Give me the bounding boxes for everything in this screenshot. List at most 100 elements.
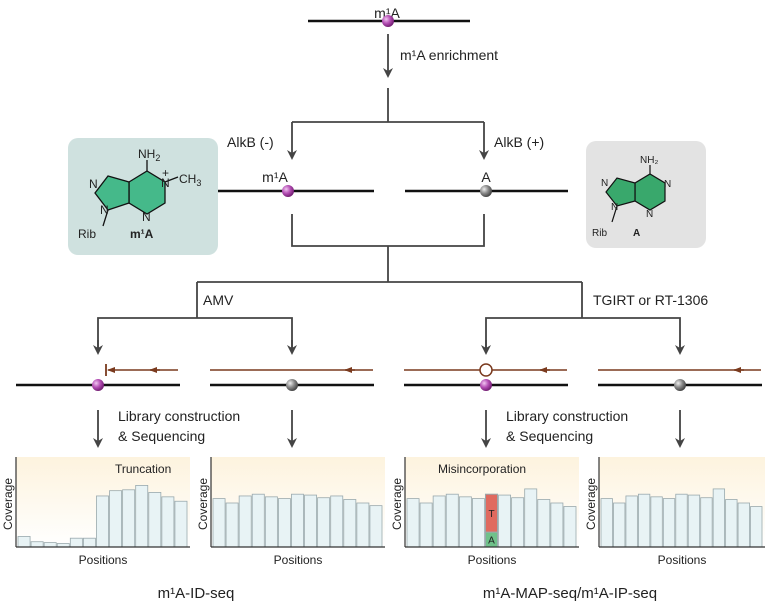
coverage-bar [613,502,626,548]
coverage-bar [432,495,446,548]
coverage-bar [524,488,538,548]
m1a-name-label: m¹A [130,227,154,241]
coverage-bar [550,502,564,548]
a-n9-label: N [611,202,618,213]
coverage-bar [511,497,525,548]
m1a-nh2-label: NH2 [138,147,160,163]
m1a-ch3-bond [164,176,179,183]
coverage-bar [238,495,252,548]
amv-label: AMV [203,292,234,308]
coverage-bar [471,498,485,548]
plot2-bars [212,493,383,548]
plot3-xlabel: Positions [468,553,517,567]
coverage-bar [369,505,383,548]
coverage-bar [225,502,239,548]
a-structure: NH₂ N N N N Rib A [586,141,706,248]
p3-m1a-dot [480,379,492,391]
coverage-bar [537,499,551,548]
coverage-bar [712,488,726,548]
top-m1a-label: m¹A [374,5,400,21]
tgirt-branch [485,317,681,350]
coverage-bar [304,494,318,548]
coverage-bar [725,499,738,548]
plot4-ylabel: Coverage [584,478,598,530]
coverage-bar [445,493,459,548]
coverage-plot-1: Truncation Coverage Positions [1,457,190,567]
library-left-line1: Library construction [118,408,240,424]
m1a-rib-bond [102,209,109,227]
plot2-xlabel: Positions [274,553,323,567]
coverage-bar [317,497,331,548]
coverage-bar [17,536,31,548]
p4-a-dot [674,379,686,391]
coverage-bar [406,498,420,548]
plot1-title: Truncation [115,462,171,476]
m1a-n9-label: N [100,203,109,217]
coverage-bar [135,484,149,548]
coverage-bar [662,498,676,548]
p3-misincorp-circle [479,363,493,377]
enrichment-label: m¹A enrichment [400,47,498,63]
coverage-bar [330,495,344,548]
mid-m1a-label: m¹A [262,169,288,185]
coverage-bar [212,498,226,548]
coverage-bar [251,493,265,548]
coverage-bar [650,496,663,548]
misincorporation-t-label: T [488,509,494,520]
alkb-plus-label: AlkB (+) [494,134,544,150]
a-n7-label: N [601,178,608,189]
coverage-bar [343,499,357,548]
a-rib-bond [611,205,618,223]
coverage-bar [600,498,613,548]
mid-m1a-dot [282,185,294,197]
p2-a-dot [286,379,298,391]
m1a-plus: + [162,166,169,180]
p1-m1a-dot [92,379,104,391]
coverage-bar [264,496,278,548]
coverage-bar [458,496,472,548]
m1a-n3-label: N [142,210,151,224]
coverage-bar [148,492,162,548]
a-rib-label: Rib [592,228,607,239]
coverage-plot-4: Coverage Positions [584,457,765,567]
plot1-bars [17,484,188,548]
plot4-bars [600,488,763,548]
coverage-plot-2: Coverage Positions [196,457,385,567]
alkb-minus-label: AlkB (-) [227,134,274,150]
plot3-ylabel: Coverage [390,478,404,530]
merge-bracket [291,214,485,247]
m1a-rib-label: Rib [78,227,96,241]
coverage-bar [637,493,651,548]
a-n3-label: N [646,209,653,220]
coverage-bar [161,496,175,548]
plot3-bars: TA [406,488,577,548]
a-n1-label: N [664,179,671,190]
a-imidazole-ring [605,177,636,207]
library-left-line2: & Sequencing [118,428,205,444]
mid-a-dot [480,185,492,197]
coverage-bar [687,494,701,548]
coverage-bar [82,537,96,548]
method-right-label: m¹A-MAP-seq/m¹A-IP-seq [483,585,657,602]
amv-branch [97,317,293,350]
a-name-label: A [633,228,640,239]
coverage-bar [625,495,638,548]
coverage-bar [109,490,123,548]
coverage-bar [750,506,763,548]
plot4-xlabel: Positions [658,553,707,567]
m1a-n1-label: N [161,176,170,190]
m1a-ch3-label: CH3 [179,172,201,188]
plot1-ylabel: Coverage [1,478,15,530]
coverage-bar [498,494,512,548]
coverage-bar [563,506,577,548]
method-left-label: m¹A-ID-seq [158,585,235,602]
coverage-bar [419,502,433,548]
coverage-bar [700,497,713,548]
coverage-bar [675,493,688,548]
coverage-bar [356,502,370,548]
m1a-imidazole-ring [94,175,130,211]
misincorporation-a-label: A [488,536,495,547]
coverage-bar [277,498,291,548]
plot2-ylabel: Coverage [196,478,210,530]
